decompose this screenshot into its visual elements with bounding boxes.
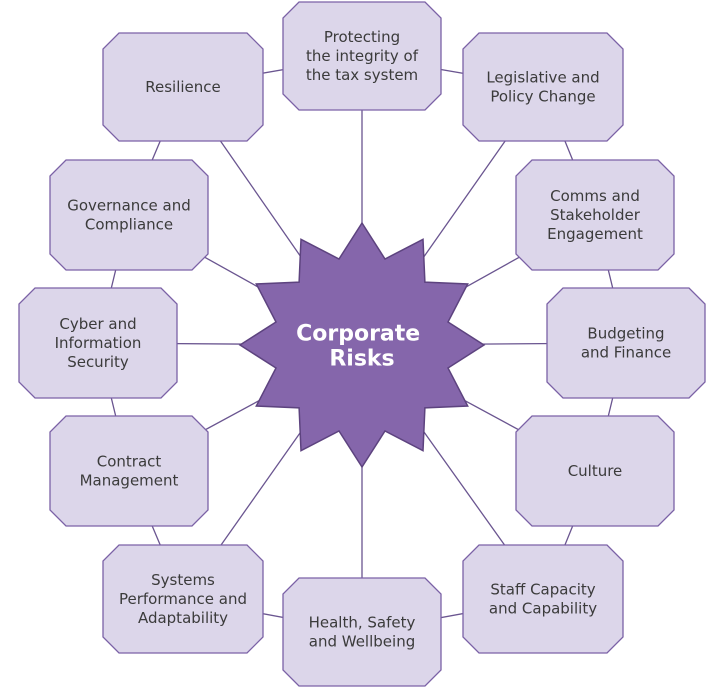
risk-node-label-line: Adaptability [138,609,228,627]
risk-node-label-line: Information [55,334,142,352]
risk-node-box [102,544,264,654]
risk-node-label-line: Cyber and [59,315,136,333]
hub-label-line-2: Risks [329,347,394,372]
risk-node-label-line: the integrity of [306,47,419,65]
risk-node-box [282,577,442,687]
risk-node-box [546,287,706,399]
risk-node-label-line: Health, Safety [309,614,416,632]
risk-node-culture: Culture [515,415,675,527]
risk-node-label-line: Engagement [547,225,643,243]
risk-node-label-line: Budgeting [587,325,664,343]
risk-node-box [18,287,178,399]
risk-node-label-line: Stakeholder [550,206,641,224]
hub-label-line-1: Corporate [296,322,420,347]
risk-node-label: Culture [568,462,623,480]
risk-node-box [282,1,442,111]
risk-node-label-line: Governance and [67,197,190,215]
risk-node-label-line: and Wellbeing [309,633,415,651]
risk-node-label-line: the tax system [306,66,418,84]
risk-node-label: Resilience [145,78,221,96]
risk-node-box [49,159,209,271]
risk-node-label-line: Security [67,353,129,371]
risk-node-label-line: and Finance [581,344,671,362]
risk-node-label-line: Contract [97,453,162,471]
risk-node-box [515,415,675,527]
risk-node-box [462,32,624,142]
risk-node-box [515,159,675,271]
risk-node-box [462,544,624,654]
risk-node-label-line: Protecting [324,28,400,46]
risk-node-label-line: Performance and [119,590,247,608]
risk-node-label-line: Staff Capacity [490,581,595,599]
risk-node-label-line: Compliance [85,216,173,234]
risk-node-box [102,32,264,142]
risk-node-label-line: Policy Change [490,88,595,106]
hub-label: Corporate Risks [296,322,428,372]
risk-node-resilience: Resilience [102,32,264,142]
risk-node-box [49,415,209,527]
risk-node-label-line: Comms and [550,187,640,205]
risk-node-label-line: and Capability [489,600,597,618]
corporate-risks-hub-star [238,221,486,469]
risk-node-label-line: Culture [568,462,623,480]
risk-node-label-line: Systems [151,571,215,589]
risk-node-label-line: Legislative and [486,69,599,87]
risk-node-label-line: Management [80,472,179,490]
risk-node-label-line: Resilience [145,78,221,96]
